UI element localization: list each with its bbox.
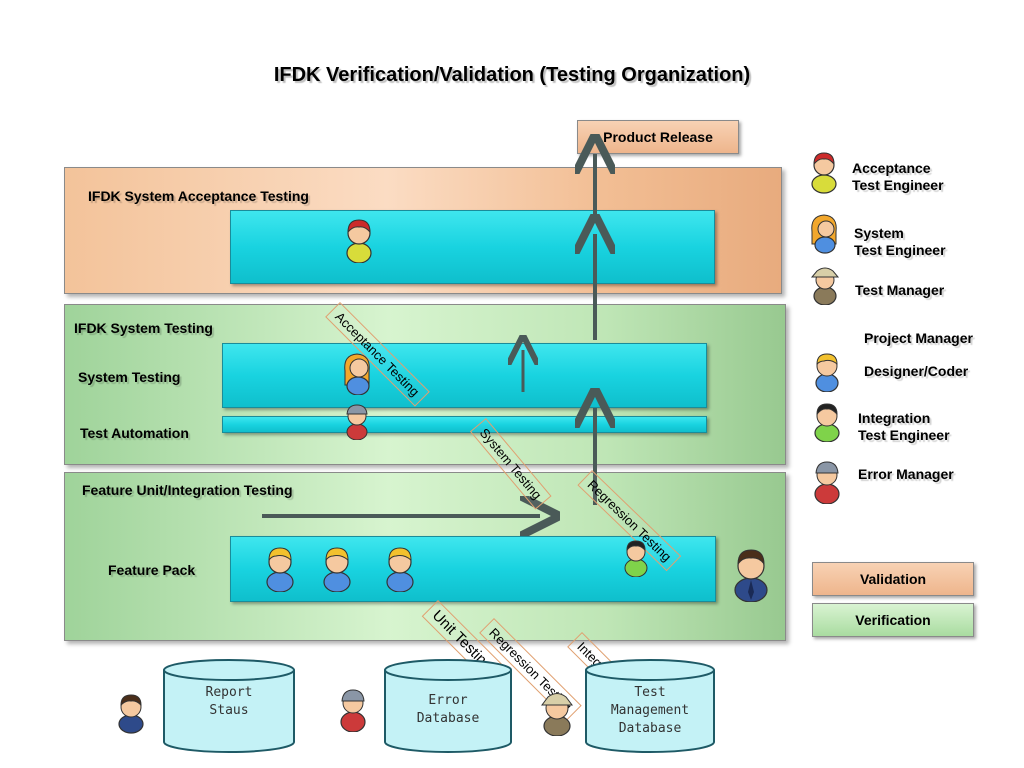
- project-manager-icon-small: [118, 694, 144, 734]
- legend-test-manager-label: Test Manager: [855, 282, 945, 298]
- legend-designer-coder-icon: [815, 353, 839, 392]
- feature-band-label: Feature Unit/Integration Testing: [82, 482, 293, 498]
- validation-key: Validation: [812, 562, 974, 596]
- system-band-label: IFDK System Testing: [74, 320, 213, 336]
- legend-error-manager-label: Error Manager: [858, 466, 954, 482]
- legend-test-manager-icon: [810, 267, 840, 305]
- acceptance-band-label: IFDK System Acceptance Testing: [88, 188, 309, 204]
- legend-system-engineer-icon: [811, 214, 837, 254]
- test-automation-label: Test Automation: [80, 425, 189, 441]
- verification-key: Verification: [812, 603, 974, 637]
- integration-engineer-icon-small: [624, 540, 648, 577]
- legend-designer-coder-label: Designer/Coder: [864, 363, 969, 379]
- test-manager-icon-db: [541, 693, 573, 736]
- system-engineer-icon: [344, 353, 370, 395]
- legend-acceptance-engineer-icon: [811, 152, 837, 194]
- error-manager-icon-db: [340, 689, 366, 732]
- page-title: IFDK Verification/Validation (Testing Or…: [273, 64, 751, 86]
- acceptance-testing-bar[interactable]: [230, 210, 715, 284]
- legend-integration-engineer-icon: [814, 403, 840, 442]
- acceptance-engineer-icon: [346, 219, 372, 263]
- legend-project-manager-label: Project Manager: [864, 330, 973, 346]
- designer-coder-icon-2: [323, 547, 351, 592]
- feature-pack-label: Feature Pack: [108, 562, 196, 578]
- project-manager-icon: [734, 549, 768, 602]
- designer-coder-icon-3: [386, 547, 414, 592]
- error-manager-icon-small: [346, 404, 368, 440]
- system-testing-label: System Testing: [78, 369, 181, 385]
- designer-coder-icon-1: [266, 547, 294, 592]
- system-testing-bar[interactable]: [222, 343, 707, 408]
- legend-error-manager-icon: [814, 461, 840, 504]
